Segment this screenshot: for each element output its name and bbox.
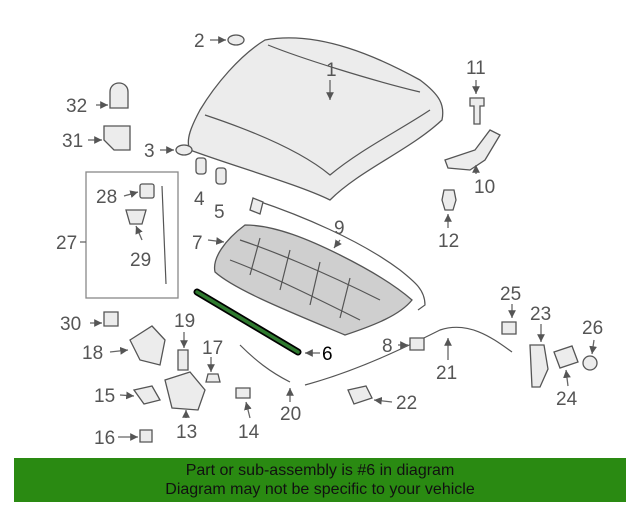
bolt-part-14: [235, 387, 251, 399]
bracket-part-18: [129, 325, 166, 366]
callout-17: 17: [202, 338, 223, 359]
clip-part-28: [139, 183, 155, 199]
group-box-27: [85, 171, 179, 299]
callout-27: 27: [56, 233, 77, 254]
callout-7: 7: [192, 233, 203, 254]
callout-13: 13: [176, 422, 197, 443]
callout-22: 22: [396, 393, 417, 414]
callout-25: 25: [500, 284, 521, 305]
callout-28: 28: [96, 187, 117, 208]
cable-part-21: [304, 326, 513, 386]
callout-29: 29: [130, 250, 151, 271]
bolt-part-25: [501, 321, 517, 335]
callout-23: 23: [530, 304, 551, 325]
callout-32: 32: [66, 96, 87, 117]
callout-20: 20: [280, 404, 301, 425]
lever-part-23: [529, 344, 549, 388]
callout-16: 16: [94, 428, 115, 449]
callout-9: 9: [334, 218, 345, 239]
grommet-part: [175, 144, 193, 156]
cable-part-20: [239, 344, 291, 383]
callout-5: 5: [214, 202, 225, 223]
callout-4: 4: [194, 189, 205, 210]
hood-panel: [187, 37, 444, 201]
bolt-part-16: [139, 429, 153, 443]
callout-8: 8: [382, 336, 393, 357]
highlighted-part-6: [193, 288, 302, 356]
callout-14: 14: [238, 422, 260, 443]
callout-21: 21: [436, 363, 457, 384]
callout-24: 24: [556, 389, 578, 410]
callout-12: 12: [438, 231, 459, 252]
cap-part-32: [109, 82, 129, 109]
callout-26: 26: [582, 318, 603, 339]
callout-11: 11: [466, 58, 486, 79]
latch-part-13: [164, 371, 206, 411]
callout-18: 18: [82, 343, 103, 364]
callout-1: 1: [326, 60, 337, 81]
hinge-part: [444, 129, 501, 171]
cover-part-24: [553, 345, 579, 369]
callout-31: 31: [62, 131, 83, 152]
bolt-part-11: [469, 97, 485, 125]
plug-part: [227, 34, 245, 46]
prop-rod-29: [161, 185, 167, 285]
callout-19: 19: [174, 311, 195, 332]
bracket-part-31: [103, 125, 131, 151]
callout-30: 30: [60, 314, 81, 335]
bolt-part-12: [441, 189, 457, 211]
callout-6: 6: [322, 344, 333, 365]
weatherstrip-part: [254, 199, 426, 311]
callout-10: 10: [474, 177, 495, 198]
bumper-part-5: [215, 167, 227, 185]
parts-diagram: 1 2 3 4 5 6 7 8 9 10 11 12 13 14 15 16 1…: [56, 31, 603, 449]
banner-line-1: Part or sub-assembly is #6 in diagram: [185, 462, 455, 479]
banner-line-2: Diagram may not be specific to your vehi…: [165, 481, 475, 498]
clip-part-26: [582, 355, 598, 371]
bumper-part-4: [195, 157, 207, 175]
nut-part-17: [205, 373, 221, 383]
info-banner: Part or sub-assembly is #6 in diagram Di…: [14, 458, 626, 502]
clip-part-8: [409, 337, 425, 351]
bolt-part-19: [177, 349, 189, 371]
callout-3: 3: [144, 141, 155, 162]
clip-part-15: [132, 385, 161, 405]
hood-insulator: [213, 224, 413, 336]
clip-part-30: [103, 311, 119, 327]
callout-2: 2: [194, 31, 205, 52]
callout-15: 15: [94, 386, 115, 407]
